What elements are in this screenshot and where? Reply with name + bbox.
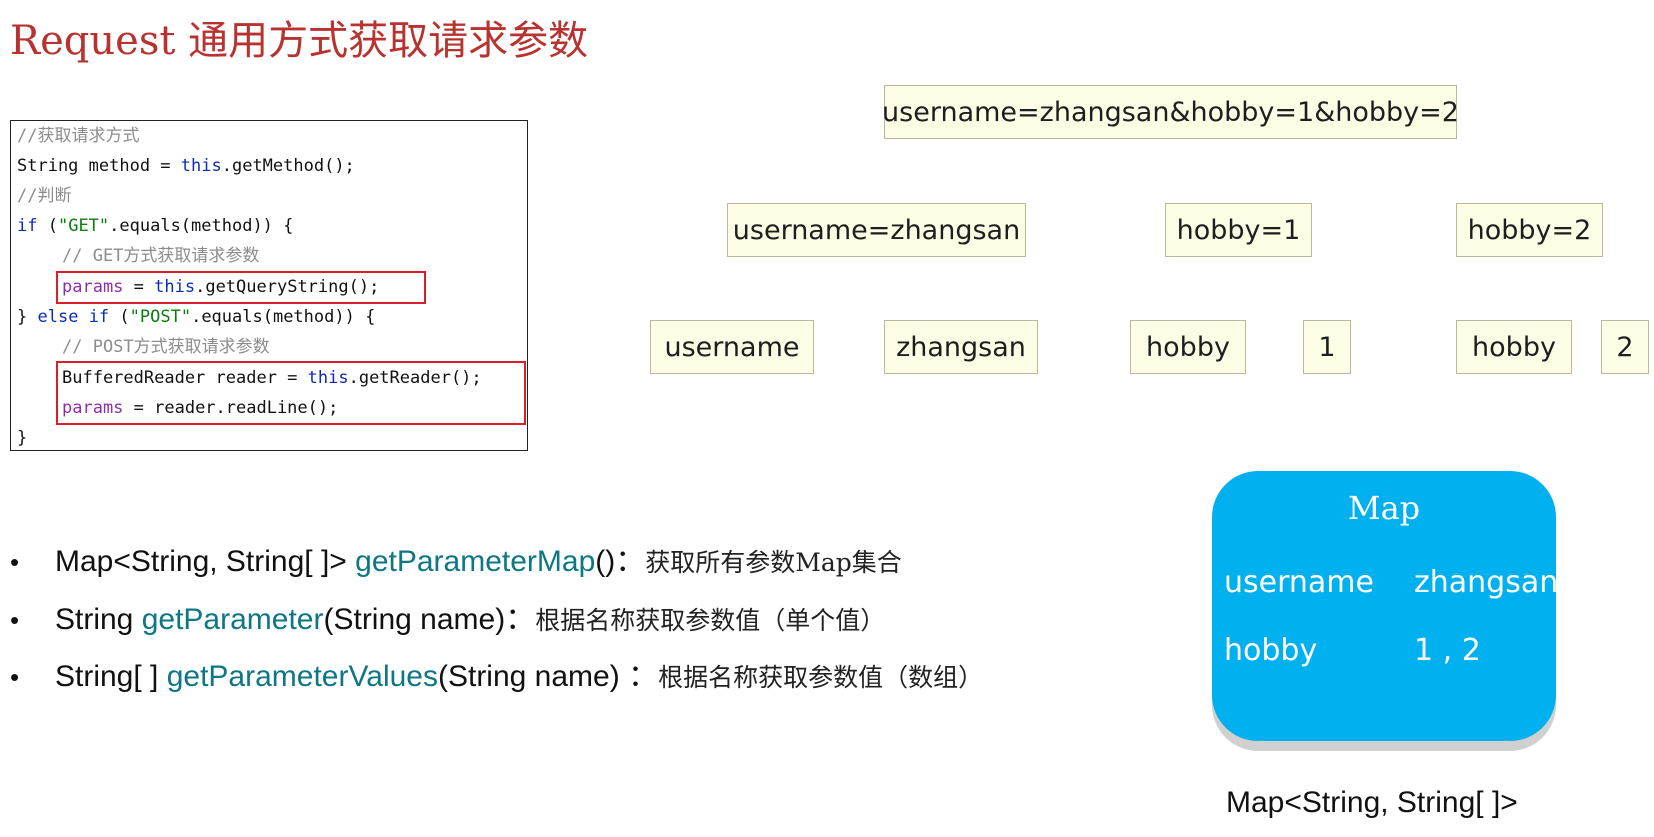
map-type-caption: Map<String, String[ ]> [1226,786,1518,819]
code-var-params: params [62,398,124,418]
highlight-get-query-string [56,271,426,304]
pair-box-hobby-2: hobby=2 [1456,203,1603,257]
part-box-value-1: 1 [1303,320,1351,374]
code-line-readline: params = reader.readLine(); [17,395,338,421]
code-keyword-if: if [17,216,38,236]
code-comment-get-method: //获取请求方式 [17,126,140,146]
code-token: .getQueryString(); [195,277,380,297]
method-name: getParameterValues [166,660,438,693]
code-comment-post-params: // POST方式获取请求参数 [62,337,270,357]
method-name: getParameter [141,603,324,636]
code-token [78,307,88,327]
code-comment-get-params: // GET方式获取请求参数 [62,246,260,266]
bullet-dot: • [10,605,20,635]
code-token: BufferedReader reader = [62,368,308,388]
code-token: String [17,156,79,176]
code-line-if: if ("GET".equals(method)) { [17,213,293,239]
code-token: .equals(method)) { [109,216,294,236]
code-string-post: "POST" [129,307,192,327]
code-token: ( [109,307,130,327]
part-box-hobby-key: hobby [1130,320,1246,374]
method-name: getParameterMap [355,545,596,578]
code-keyword-this: this [307,368,349,388]
code-var-params: params [62,277,124,297]
bullet-prefix: String [55,603,142,636]
bullet-get-parameter: • String getParameter(String name)：根据名称获取… [10,600,885,640]
code-comment-judge: //判断 [17,186,72,206]
page-title: Request 通用方式获取请求参数 [10,18,589,64]
bullet-suffix: (String name)： [323,603,536,636]
code-line-else: } else if ("POST".equals(method)) { [17,304,375,330]
bullet-prefix: Map<String, String[ ]> [55,545,356,578]
code-line-query: params = this.getQueryString(); [17,274,379,300]
part-box-username-key: username [650,320,814,374]
map-card: Map username zhangsan hobby 1 , 2 [1212,471,1559,741]
code-panel: //获取请求方式 String method = this.getMethod(… [10,120,528,451]
code-line-method: String method = this.getMethod(); [17,153,355,179]
code-keyword-this: this [180,156,222,176]
code-keyword-if: if [88,307,110,327]
pair-box-hobby-1: hobby=1 [1165,203,1312,257]
code-token: ( [37,216,58,236]
code-token: .getReader(); [348,368,482,388]
highlight-post-reader [56,361,526,425]
map-key-username: username [1224,565,1374,600]
part-box-hobby-key: hobby [1456,320,1572,374]
bullet-prefix: String[ ] [55,660,167,693]
code-token: .getMethod(); [221,156,355,176]
map-value-hobby-list: 1 , 2 [1414,633,1481,668]
query-string-box: username=zhangsan&hobby=1&hobby=2 [882,85,1459,139]
code-string-get: "GET" [57,216,110,236]
code-token: method = [78,156,181,176]
map-value-zhangsan: zhangsan [1414,565,1559,600]
bullet-get-parameter-values: • String[ ] getParameterValues(String nam… [10,657,983,697]
code-token: = reader.readLine(); [123,398,339,418]
pair-box-username: username=zhangsan [727,203,1026,257]
code-token: } [17,307,38,327]
code-token: .equals(method)) { [191,307,376,327]
code-keyword-this: this [154,277,196,297]
map-key-hobby: hobby [1224,633,1318,668]
bullet-suffix: ()： [595,545,646,578]
bullet-description: 获取所有参数Map集合 [645,548,902,577]
bullet-dot: • [10,662,20,692]
code-token: = [123,277,155,297]
code-keyword-else: else [37,307,79,327]
map-card-title: Map [1347,489,1421,527]
bullet-description: 根据名称获取参数值（数组） [658,663,984,692]
bullet-dot: • [10,547,20,577]
part-box-value-2: 2 [1601,320,1649,374]
bullet-get-parameter-map: • Map<String, String[ ]> getParameterMap(… [10,542,902,582]
bullet-description: 根据名称获取参数值（单个值） [535,606,886,635]
bullet-suffix: (String name) ： [437,660,659,693]
part-box-zhangsan-value: zhangsan [884,320,1038,374]
code-line-reader: BufferedReader reader = this.getReader()… [17,365,482,391]
code-line-close: } [17,428,28,448]
